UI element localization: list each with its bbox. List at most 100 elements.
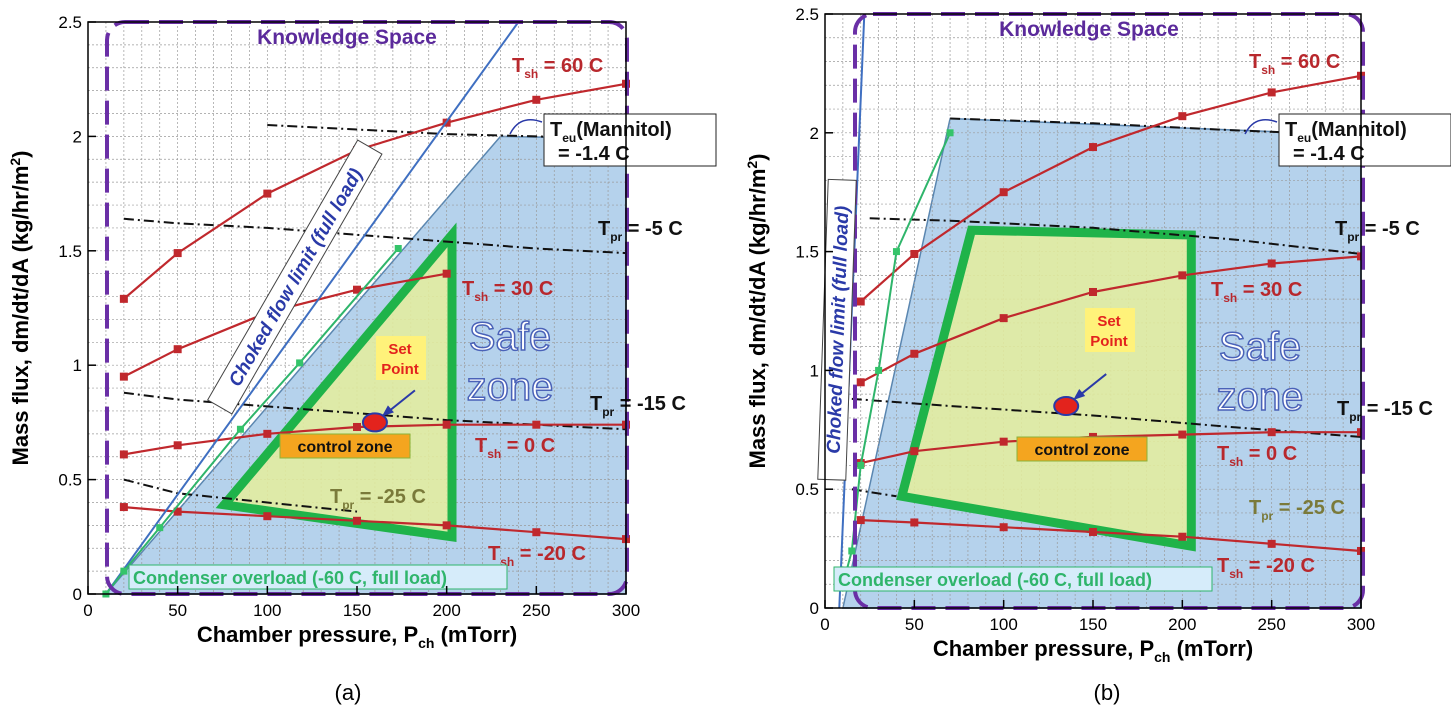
y-tick-label: 2.5 bbox=[58, 13, 82, 32]
y-tick-label: 2.5 bbox=[795, 5, 819, 24]
shelf-temp-marker bbox=[173, 345, 182, 354]
shelf-temp-marker bbox=[119, 372, 128, 381]
set-point-arrowhead bbox=[381, 405, 394, 417]
shelf-temp-marker bbox=[1267, 428, 1276, 437]
y-tick-label: 1.5 bbox=[58, 242, 82, 261]
choked-flow-label-bg bbox=[206, 139, 383, 415]
y-tick-label: 1.5 bbox=[795, 243, 819, 262]
shelf-temp-marker bbox=[353, 422, 361, 431]
shelf-temp-marker bbox=[1178, 112, 1187, 121]
shelf-temp-marker bbox=[1178, 532, 1187, 541]
eutectic-value-label: = -1.4 C bbox=[558, 143, 630, 165]
control-zone-label: control zone bbox=[297, 439, 392, 456]
safe-zone-label-line1: Safe bbox=[1219, 325, 1301, 369]
x-tick-label: 100 bbox=[989, 615, 1017, 634]
panel-caption: (b) bbox=[1094, 680, 1121, 705]
eutectic-label: Teu(Mannitol) bbox=[550, 119, 672, 145]
set-point-marker bbox=[1053, 396, 1080, 417]
safe-zone-label-line2: zone bbox=[1217, 375, 1304, 419]
shelf-temp-marker bbox=[1178, 430, 1187, 439]
shelf-temp-marker bbox=[1089, 287, 1097, 296]
eutectic-value-label: = -1.4 C bbox=[1293, 143, 1365, 165]
product-temp-line bbox=[869, 217, 1362, 255]
shelf-temp-marker bbox=[119, 503, 128, 512]
safe-zone-label-line1: Safe bbox=[469, 315, 551, 359]
condenser-label: Condenser overload (-60 C, full load) bbox=[838, 570, 1152, 590]
safe-zone-label-line2: zone bbox=[467, 365, 554, 409]
y-tick-label: 2 bbox=[73, 127, 82, 146]
choked-flow-label-group: Choked flow limit (full load) bbox=[817, 178, 857, 481]
shelf-temp-marker bbox=[999, 437, 1008, 446]
product-temp-label: Tpr = -15 C bbox=[590, 393, 686, 419]
condenser-marker bbox=[892, 248, 900, 256]
shelf-temp-marker bbox=[173, 507, 182, 516]
x-tick-label: 300 bbox=[1347, 615, 1375, 634]
condenser-marker bbox=[236, 425, 244, 433]
shelf-temp-marker bbox=[1267, 88, 1276, 97]
condenser-marker bbox=[857, 461, 865, 469]
x-tick-label: 100 bbox=[253, 601, 281, 620]
shelf-temp-marker bbox=[173, 441, 182, 450]
product-temp-label: Tpr = -5 C bbox=[598, 218, 683, 244]
shelf-temp-marker bbox=[263, 429, 272, 438]
x-tick-label: 250 bbox=[1257, 615, 1285, 634]
x-tick-label: 300 bbox=[612, 601, 640, 620]
shelf-temp-marker bbox=[856, 516, 865, 525]
condenser-marker bbox=[156, 524, 164, 532]
shelf-temp-marker bbox=[173, 249, 182, 258]
shelf-temp-label: Tsh = 60 C bbox=[1249, 51, 1340, 77]
product-temp-line bbox=[851, 488, 897, 498]
product-temp-line bbox=[851, 397, 1362, 438]
condenser-label-bg bbox=[128, 564, 508, 590]
shelf-temp-marker bbox=[442, 521, 451, 530]
condenser-marker bbox=[946, 129, 954, 137]
y-axis-title: Mass flux, dm/dt/dA (kg/hr/m2) bbox=[744, 153, 770, 468]
shelf-temp-marker bbox=[532, 95, 541, 104]
condenser-marker bbox=[394, 245, 402, 253]
y-axis-title: Mass flux, dm/dt/dA (kg/hr/m2) bbox=[7, 150, 33, 465]
choked-flow-label-bg bbox=[817, 178, 857, 481]
eutectic-label-box bbox=[1278, 113, 1451, 167]
eutectic-label: Teu(Mannitol) bbox=[1285, 119, 1407, 145]
condenser-marker bbox=[120, 567, 128, 575]
y-tick-label: 0 bbox=[810, 599, 819, 618]
shelf-temp-label: Tsh = 0 C bbox=[1217, 443, 1297, 469]
product-temp-line bbox=[123, 391, 627, 431]
shelf-temp-marker bbox=[263, 189, 272, 198]
shelf-temp-label: Tsh = 30 C bbox=[1211, 279, 1302, 305]
control-zone-label: control zone bbox=[1034, 442, 1129, 459]
shelf-temp-label: Tsh = 30 C bbox=[462, 278, 553, 304]
knowledge-space-label: Knowledge Space bbox=[999, 18, 1179, 41]
set-point-label-line1: Set bbox=[388, 341, 411, 358]
set-point-label-bg bbox=[376, 336, 426, 380]
x-tick-label: 0 bbox=[83, 601, 92, 620]
set-point-marker bbox=[361, 412, 388, 433]
set-point-arrowhead bbox=[1073, 389, 1086, 401]
shelf-temp-marker bbox=[1089, 143, 1097, 152]
set-point-label-line2: Point bbox=[1090, 333, 1128, 350]
control-zone-label-bg bbox=[1016, 436, 1148, 462]
shelf-temp-marker bbox=[1267, 259, 1276, 268]
shelf-temp-marker bbox=[532, 420, 541, 429]
knowledge-space-label: Knowledge Space bbox=[257, 26, 437, 49]
panel-caption: (a) bbox=[335, 680, 362, 705]
shelf-temp-label: Tsh = -20 C bbox=[1217, 555, 1315, 581]
shelf-temp-marker bbox=[999, 314, 1008, 323]
shelf-temp-label: Tsh = 60 C bbox=[512, 55, 603, 81]
shelf-temp-marker bbox=[1178, 271, 1187, 280]
shelf-temp-marker bbox=[910, 518, 919, 527]
y-tick-label: 2 bbox=[810, 124, 819, 143]
eutectic-arrow bbox=[509, 119, 543, 135]
condenser-label-bg bbox=[833, 566, 1213, 592]
shelf-temp-marker bbox=[856, 297, 865, 306]
y-tick-label: 0.5 bbox=[58, 471, 82, 490]
product-temp-label: Tpr = -25 C bbox=[1249, 497, 1345, 523]
product-temp-line bbox=[123, 478, 358, 513]
x-tick-label: 200 bbox=[1168, 615, 1196, 634]
x-tick-label: 50 bbox=[168, 601, 187, 620]
shelf-temp-label: Tsh = 0 C bbox=[475, 435, 555, 461]
condenser-marker bbox=[296, 359, 304, 367]
